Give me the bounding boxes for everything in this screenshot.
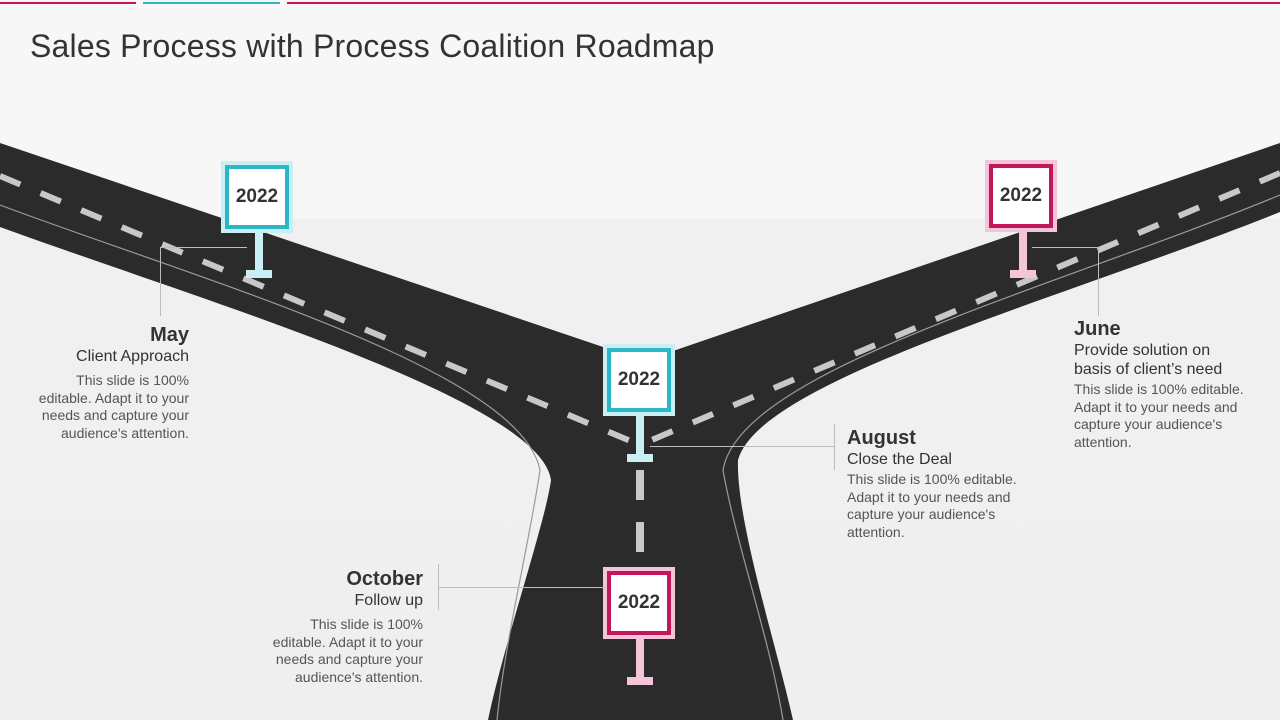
august-leader-tick	[834, 424, 835, 470]
june-text-block: June Provide solution on basis of client…	[1074, 317, 1244, 451]
road-center-dashes	[0, 170, 1280, 448]
may-text-block: May Client Approach This slide is 100% e…	[28, 323, 189, 442]
october-sign-foot	[627, 677, 653, 685]
june-description: This slide is 100% editable. Adapt it to…	[1074, 381, 1244, 450]
october-subtitle: Follow up	[354, 592, 423, 609]
june-sign-post	[1019, 232, 1027, 272]
august-sign-post	[636, 412, 644, 456]
june-sign-foot	[1010, 270, 1036, 278]
may-month: May	[150, 324, 189, 346]
page-title: Sales Process with Process Coalition Roa…	[30, 28, 715, 64]
august-text-block: August Close the Deal This slide is 100%…	[847, 426, 1017, 541]
august-leader-line	[650, 446, 834, 447]
october-leader-tick	[438, 564, 439, 610]
may-year-sign: 2022	[225, 165, 289, 229]
top-accent-bar-center	[143, 2, 280, 4]
road-edge-lines	[0, 194, 1280, 720]
june-subtitle: Provide solution on basis of client’s ne…	[1074, 342, 1223, 378]
may-sign-post	[255, 232, 263, 272]
august-year-sign: 2022	[607, 348, 671, 412]
october-description: This slide is 100% editable. Adapt it to…	[272, 616, 423, 685]
june-year-sign: 2022	[989, 164, 1053, 228]
top-accent-bar-right	[287, 2, 1280, 4]
august-description: This slide is 100% editable. Adapt it to…	[847, 471, 1017, 540]
top-accent-bar-left	[0, 2, 136, 4]
may-year: 2022	[235, 186, 279, 207]
october-text-block: October Follow up This slide is 100% edi…	[258, 567, 423, 686]
june-month: June	[1074, 318, 1121, 340]
june-leader-line	[1032, 247, 1099, 316]
may-description: This slide is 100% editable. Adapt it to…	[38, 372, 189, 441]
october-year: 2022	[617, 592, 661, 613]
may-subtitle: Client Approach	[76, 348, 189, 365]
october-month: October	[346, 568, 423, 590]
october-sign-post	[636, 636, 644, 680]
august-year: 2022	[617, 369, 661, 390]
june-year: 2022	[999, 185, 1043, 206]
august-sign-foot	[627, 454, 653, 462]
august-subtitle: Close the Deal	[847, 451, 952, 468]
october-leader-line	[438, 587, 606, 588]
may-sign-foot	[246, 270, 272, 278]
august-month: August	[847, 427, 916, 449]
october-year-sign: 2022	[607, 571, 671, 635]
may-leader-line	[160, 247, 247, 316]
